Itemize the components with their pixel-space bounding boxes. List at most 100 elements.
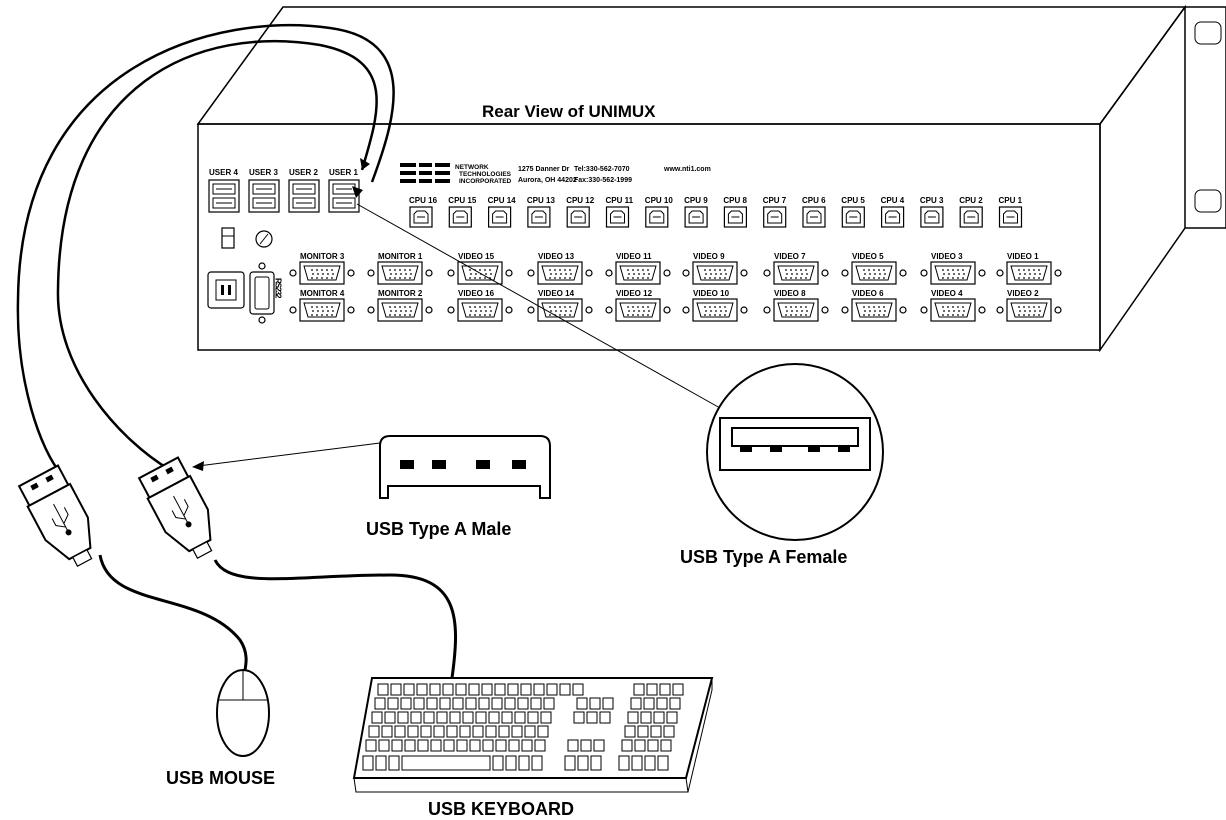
cables — [16, 24, 721, 679]
video-port-label: VIDEO 7 — [774, 252, 806, 261]
usb-type-a-male-illustration — [379, 435, 551, 499]
video-port-label: VIDEO 13 — [538, 252, 575, 261]
db15-video-port — [605, 298, 671, 322]
video-port-group: MONITOR 3 MONITOR 1 VIDEO 15 VIDEO 13 VIDEO … — [289, 252, 1062, 322]
video-port-label: MONITOR 3 — [300, 252, 345, 261]
cpu-usb-b-port — [841, 206, 865, 228]
cpu-usb-b-port — [566, 206, 590, 228]
user-port-label: USER 1 — [329, 168, 358, 177]
company-address: 1275 Danner Dr — [518, 166, 570, 173]
cpu-port-label: CPU 13 — [527, 196, 556, 205]
video-port-label: VIDEO 16 — [458, 289, 495, 298]
unimux-chassis — [196, 4, 1226, 353]
db15-video-port — [605, 261, 671, 285]
db15-video-port — [447, 298, 513, 322]
usb-mouse-illustration — [216, 669, 270, 757]
video-port-label: VIDEO 2 — [1007, 289, 1039, 298]
company-logo — [400, 160, 450, 186]
cpu-port-label: CPU 4 — [881, 196, 905, 205]
cpu-usb-b-port — [802, 206, 826, 228]
db15-video-port — [763, 261, 829, 285]
cpu-port-label: CPU 7 — [763, 196, 787, 205]
db15-video-port — [841, 298, 907, 322]
company-web: www.nti1.com — [663, 166, 711, 173]
db15-video-port — [289, 261, 355, 285]
usb-keyboard-illustration — [352, 677, 714, 793]
video-port-label: MONITOR 4 — [300, 289, 345, 298]
video-port-label: VIDEO 1 — [1007, 252, 1039, 261]
cpu-usb-b-port — [409, 206, 433, 228]
video-port-label: VIDEO 12 — [616, 289, 653, 298]
cpu-usb-b-port — [959, 206, 983, 228]
video-port-label: MONITOR 2 — [378, 289, 423, 298]
cpu-usb-b-port — [880, 206, 905, 228]
usb-plug-mouse — [17, 464, 93, 567]
company-name-line-2: TECHNOLOGIES — [459, 171, 512, 178]
db15-video-port — [527, 261, 593, 285]
cpu-port-label: CPU 11 — [606, 196, 634, 205]
video-port-label: VIDEO 11 — [616, 252, 652, 261]
company-tel: Tel:330-562-7070 — [574, 166, 630, 173]
power-switch — [221, 227, 235, 249]
db15-video-port — [920, 298, 986, 322]
cpu-port-label: CPU 8 — [723, 196, 747, 205]
cpu-port-label: CPU 14 — [488, 196, 517, 205]
cpu-usb-b-port — [920, 206, 944, 228]
cpu-usb-b-port — [998, 206, 1023, 228]
video-port-label: VIDEO 10 — [693, 289, 730, 298]
user-usb-port — [208, 179, 240, 213]
diagram-title: Rear View of UNIMUX — [482, 102, 656, 121]
usb-type-a-female-magnifier — [706, 363, 884, 541]
cpu-usb-b-port — [645, 206, 669, 228]
cpu-port-label: CPU 16 — [409, 196, 438, 205]
cpu-port-label: CPU 12 — [566, 196, 595, 205]
video-port-label: MONITOR 1 — [378, 252, 423, 261]
usb-female-label: USB Type A Female — [680, 547, 847, 567]
cpu-usb-b-port — [605, 206, 630, 228]
cpu-usb-b-port — [723, 206, 748, 228]
company-city: Aurora, OH 44202 — [518, 177, 577, 184]
db15-video-port — [920, 261, 986, 285]
cpu-port-label: CPU 5 — [841, 196, 865, 205]
user-usb-port — [328, 179, 360, 213]
cpu-port-label: CPU 2 — [959, 196, 983, 205]
db15-video-port — [996, 261, 1062, 285]
user-usb-port — [288, 179, 320, 213]
cpu-usb-b-port — [448, 206, 472, 228]
usb-keyboard-label: USB KEYBOARD — [428, 799, 574, 819]
db15-video-port — [367, 261, 433, 285]
video-port-label: VIDEO 8 — [774, 289, 806, 298]
video-port-label: VIDEO 6 — [852, 289, 884, 298]
db15-video-port — [682, 298, 748, 322]
db15-video-port — [841, 261, 907, 285]
cpu-usb-b-port — [488, 206, 512, 228]
cpu-port-label: CPU 1 — [999, 196, 1023, 205]
cpu-usb-b-port — [763, 206, 787, 228]
db15-video-port — [289, 298, 355, 322]
usb-male-label: USB Type A Male — [366, 519, 511, 539]
db15-video-port — [996, 298, 1062, 322]
rs232-label: RS232 — [274, 278, 283, 299]
fuse-holder — [255, 230, 273, 248]
cpu-port-label: CPU 10 — [645, 196, 674, 205]
company-name-line-1: NETWORK — [455, 164, 489, 171]
cpu-port-label: CPU 6 — [802, 196, 826, 205]
keyboard-cable-tail — [213, 559, 457, 679]
company-fax: Fax:330-562-1999 — [574, 177, 632, 184]
cpu-port-label: CPU 9 — [684, 196, 708, 205]
cpu-usb-b-port — [527, 206, 551, 228]
power-inlet — [207, 271, 245, 309]
user-usb-port — [248, 179, 280, 213]
db15-video-port — [447, 261, 513, 285]
rs232-port — [249, 262, 275, 324]
video-port-label: VIDEO 15 — [458, 252, 495, 261]
video-port-label: VIDEO 4 — [931, 289, 963, 298]
video-port-label: VIDEO 14 — [538, 289, 575, 298]
video-port-label: VIDEO 9 — [693, 252, 725, 261]
user-port-label: USER 2 — [289, 168, 318, 177]
mouse-cable — [16, 24, 395, 476]
usb-mouse-label: USB MOUSE — [166, 768, 275, 788]
